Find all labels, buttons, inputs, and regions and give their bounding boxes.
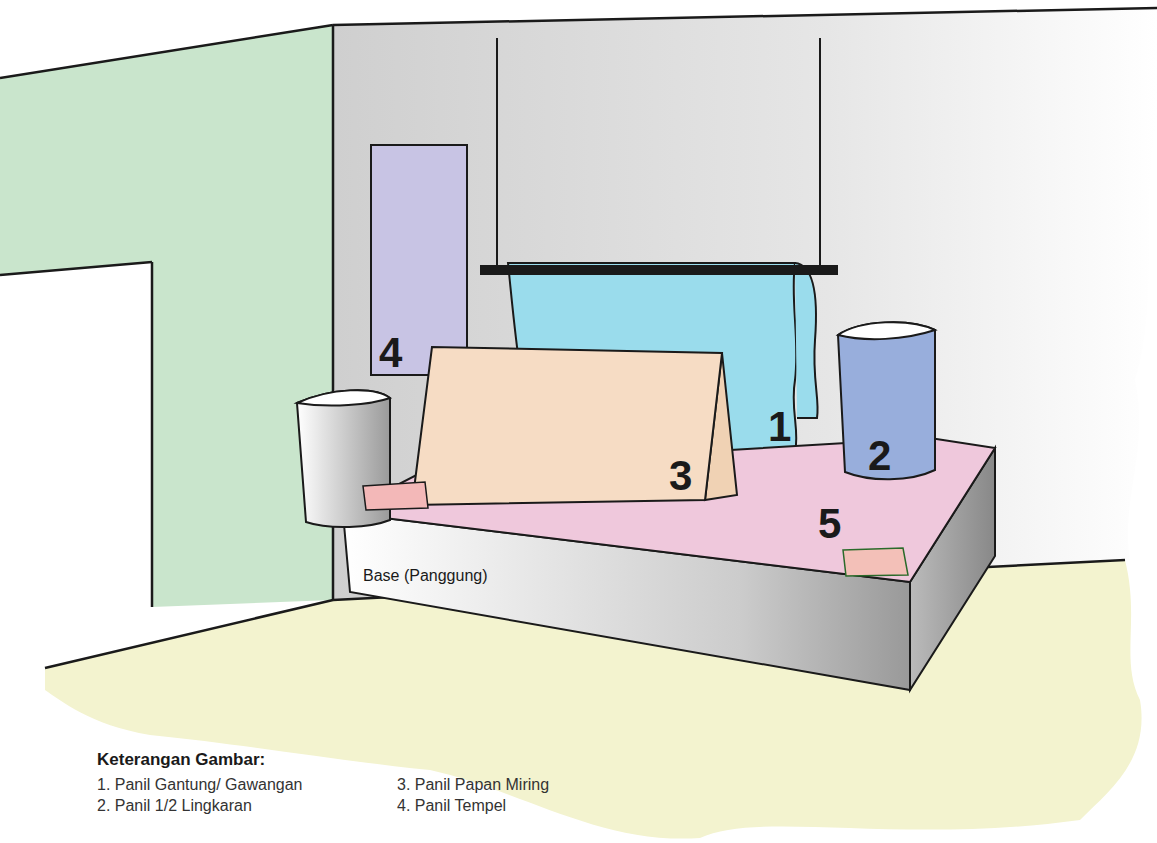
panel-number: 4 (379, 332, 402, 374)
legend-item: 4. Panil Tempel (397, 797, 506, 815)
legend-item: 2. Panil 1/2 Lingkaran (97, 797, 252, 815)
panel-number: 3 (669, 455, 692, 497)
legend-item: 1. Panil Gantung/ Gawangan (97, 776, 302, 794)
base-label: Base (Panggung) (363, 567, 488, 585)
callout-number: 5 (818, 503, 841, 545)
legend-heading: Keterangan Gambar: (97, 750, 265, 770)
panel-area: 2 (838, 320, 935, 482)
legend-item: 3. Panil Papan Miring (397, 776, 549, 794)
panel-number: 2 (868, 435, 891, 477)
panel-area: 1 (508, 263, 818, 453)
panel-number: 1 (768, 406, 791, 448)
panel-area: 3 (412, 347, 737, 505)
panel-area: 4 (371, 145, 467, 375)
